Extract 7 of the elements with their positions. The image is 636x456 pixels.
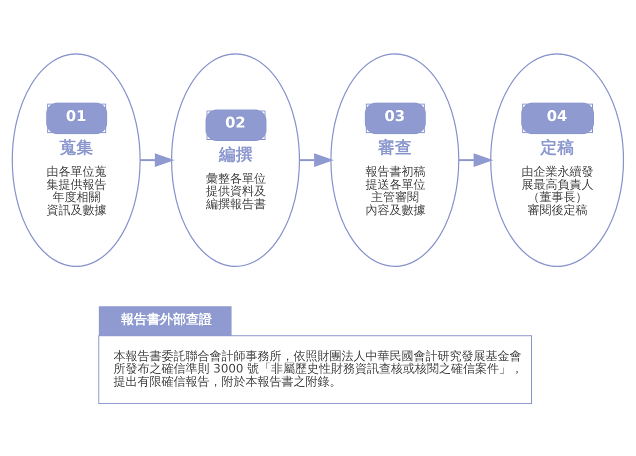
arrow bbox=[140, 152, 174, 167]
node-ellipse: 01 蒐集 由各單位蒐集提供報告年度相關資訊及數據 bbox=[12, 52, 141, 266]
node-ellipse: 04 定稿 由企業永續發展最高負責人（董事長）審閱後定稿 bbox=[490, 52, 624, 266]
arrow bbox=[300, 152, 334, 167]
arrow bbox=[458, 152, 494, 167]
node-ellipse: 03 審查 報告書初稿提送各單位主管審閱內容及數據 bbox=[330, 52, 460, 266]
node-ellipse: 02 編撰 彙整各單位提供資料及編撰報告書 bbox=[170, 52, 300, 266]
